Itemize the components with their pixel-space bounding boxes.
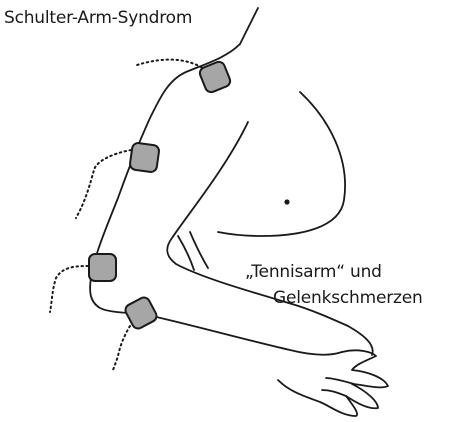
label-tennis-elbow-line2: Gelenkschmerzen xyxy=(273,288,423,308)
label-shoulder-arm-syndrome: Schulter-Arm-Syndrom xyxy=(4,8,192,28)
electrode-pad-forearm xyxy=(123,295,158,330)
neck-line xyxy=(240,8,258,44)
finger-lines xyxy=(322,378,354,396)
electrode-pad-upper-arm xyxy=(129,142,159,172)
electrode-pad-elbow xyxy=(89,254,116,281)
lead-wire-forearm xyxy=(112,326,130,372)
lead-wire-elbow xyxy=(50,266,88,312)
label-tennis-elbow-line1: „Tennisarm“ und xyxy=(245,262,382,282)
armpit-line-left xyxy=(178,236,194,270)
armpit-line-right xyxy=(190,232,208,268)
chest-line xyxy=(218,92,345,236)
hand-outline xyxy=(278,350,388,416)
navel-dot xyxy=(284,199,289,204)
